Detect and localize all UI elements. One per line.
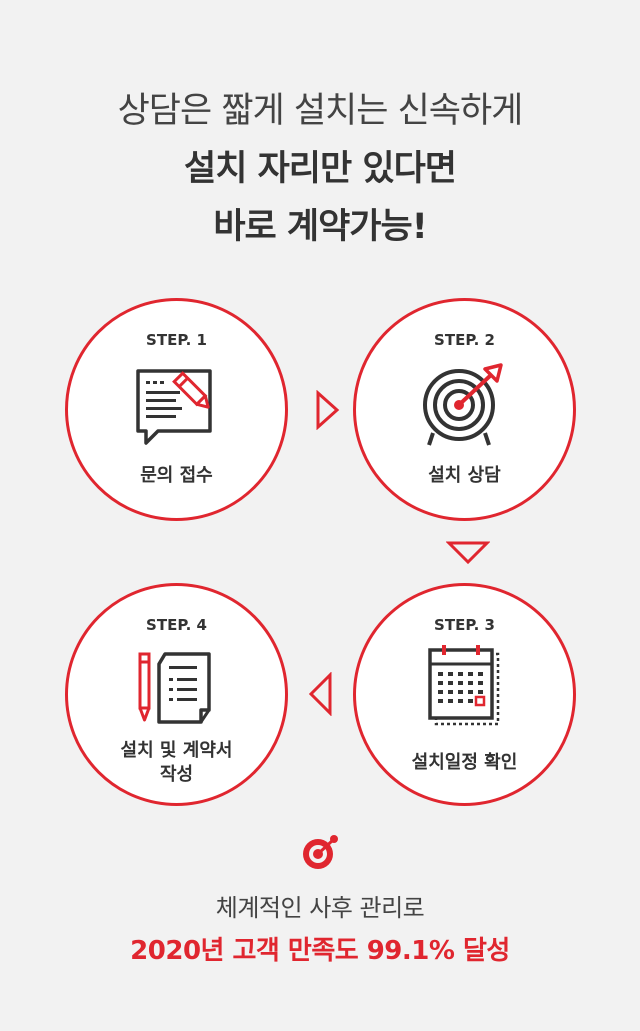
calendar-icon: [426, 644, 504, 732]
step-1-circle: STEP. 1 문의 접수: [65, 298, 288, 521]
step-1-name: 문의 접수: [140, 465, 213, 486]
arrow-down-icon: [446, 541, 490, 565]
step-4-name-line-1: 설치 및 계약서: [120, 740, 233, 761]
step-2-label: STEP. 2: [434, 331, 495, 349]
headline-line-1: 상담은 짧게 설치는 신속하게: [117, 91, 524, 131]
arrow-right-icon: [316, 390, 340, 430]
step-3-circle: STEP. 3 설치일정 확인: [353, 583, 576, 806]
step-1-label: STEP. 1: [146, 331, 207, 349]
bullseye-icon: [303, 835, 338, 869]
step-4-name-line-2: 작성: [159, 764, 194, 785]
headline-line-3: 바로 계약가능!: [213, 207, 427, 247]
headline-line-2: 설치 자리만 있다면: [184, 149, 457, 189]
step-3-label: STEP. 3: [434, 616, 495, 634]
inquiry-form-pencil-icon: [132, 365, 222, 449]
arrow-left-icon: [308, 672, 332, 716]
pen-document-icon: [135, 648, 219, 732]
step-4-circle: STEP. 4 설치 및 계약서 작성: [65, 583, 288, 806]
step-4-label: STEP. 4: [146, 616, 207, 634]
footer-highlight: 2020년 고객 만족도 99.1% 달성: [130, 936, 510, 966]
step-2-name: 설치 상담: [428, 465, 501, 486]
target-arrow-icon: [419, 363, 511, 453]
step-3-name: 설치일정 확인: [411, 752, 518, 773]
footer-subtitle: 체계적인 사후 관리로: [215, 894, 425, 922]
step-2-circle: STEP. 2 설치 상담: [353, 298, 576, 521]
